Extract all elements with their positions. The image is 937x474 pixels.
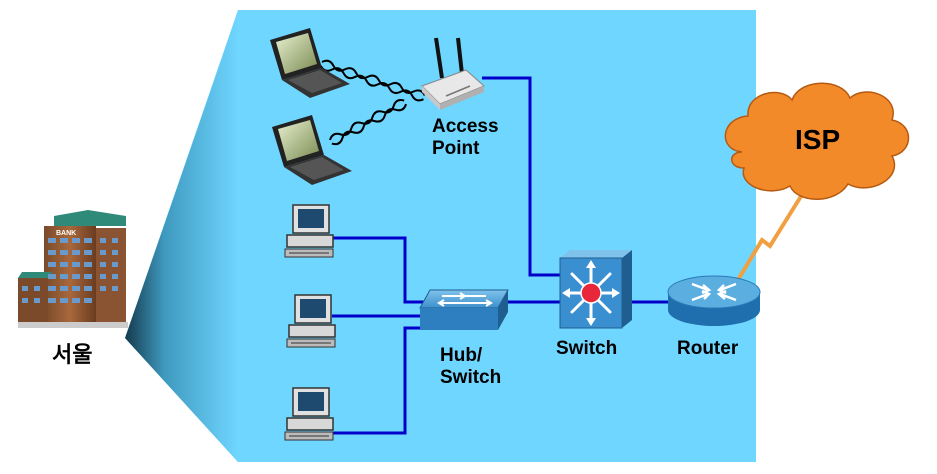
links [330,76,810,435]
hub-icon [419,289,509,330]
access-point-label-1: Access [432,116,499,137]
switch-label: Switch [556,338,617,359]
office-building-icon: BANK [18,210,128,328]
desktop-pc-icon [284,204,334,258]
wireless-ap-icon [421,37,485,110]
hub-switch-label-2: Switch [440,367,501,388]
building-sign: BANK [56,230,76,237]
multilayer-switch-icon [559,250,632,329]
isp-label: ISP [795,124,840,155]
hub-switch-label-1: Hub/ [440,345,483,366]
city-label: 서울 [52,342,92,367]
link-router-isp [731,183,810,290]
network-area [125,10,756,462]
router-label: Router [677,338,739,359]
zoom-funnel [125,12,238,462]
laptop-icon [272,115,352,185]
laptop-icon [270,28,350,98]
desktop-pc-icon [286,294,336,348]
wireless-signal [319,59,426,146]
link-ap-switch [482,76,562,277]
router-icon [667,275,761,326]
desktop-pc-icon [284,387,334,441]
access-point-label-2: Point [432,138,480,159]
cloud-icon [724,82,910,200]
link-pc1-hub [330,236,430,304]
link-pc3-hub [330,326,428,435]
